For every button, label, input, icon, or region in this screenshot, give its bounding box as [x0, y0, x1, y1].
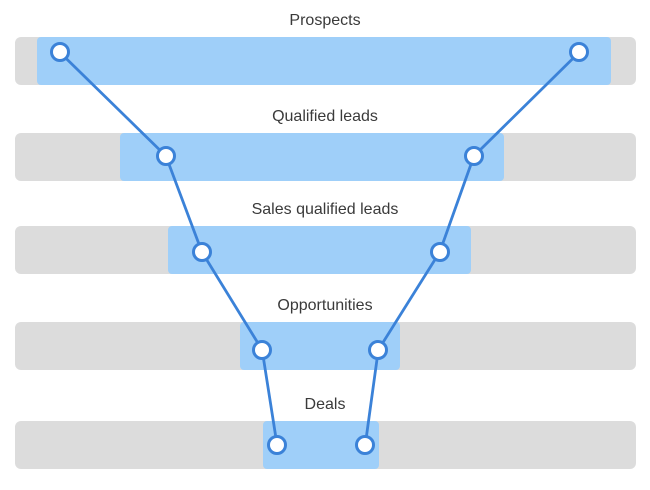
stage-value-bar[interactable]: [119, 133, 504, 181]
data-point-marker[interactable]: [463, 146, 484, 166]
stage-value-bar[interactable]: [167, 226, 471, 274]
stage-label: Prospects: [289, 12, 361, 29]
stage-label: Qualified leads: [272, 108, 378, 125]
stage-label: Deals: [304, 396, 346, 413]
data-point-marker[interactable]: [49, 42, 70, 62]
data-point-marker[interactable]: [155, 146, 176, 166]
stage-value-bar[interactable]: [36, 37, 611, 85]
data-point-marker[interactable]: [191, 242, 212, 262]
stage-label: Sales qualified leads: [251, 201, 399, 218]
stage-label: Opportunities: [277, 297, 373, 314]
data-point-marker[interactable]: [429, 242, 450, 262]
data-point-marker[interactable]: [267, 435, 288, 455]
